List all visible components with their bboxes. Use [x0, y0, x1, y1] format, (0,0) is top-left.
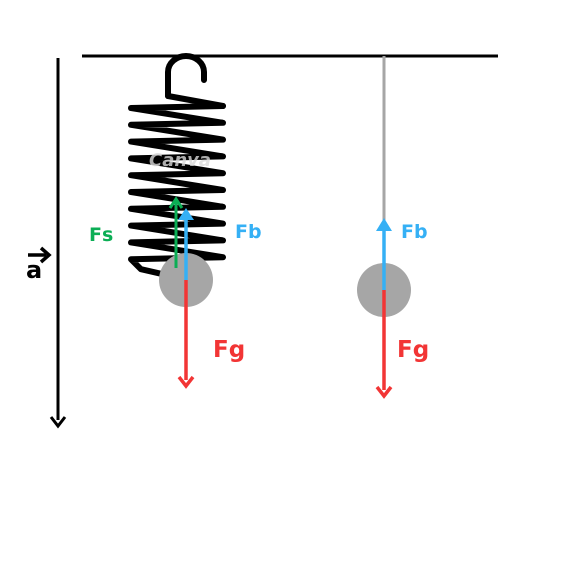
acceleration-axis-arrow: [49, 58, 67, 429]
acceleration-vector-symbol: [28, 246, 52, 264]
buoyant-force-label-right: Fb: [401, 221, 428, 243]
watermark: Canva: [149, 150, 211, 171]
buoyant-force-label-left: Fb: [235, 221, 262, 243]
buoyant-force-arrow-right: [376, 218, 392, 290]
acceleration-label: a: [26, 256, 42, 284]
gravity-arrow-left: [177, 280, 195, 389]
gravity-arrow-right: [375, 290, 393, 399]
buoyant-force-arrow-left: [178, 208, 194, 280]
spring-force-arrow: [168, 196, 184, 268]
gravity-label-right: Fg: [397, 337, 429, 363]
spring-force-label: Fs: [89, 224, 113, 246]
gravity-label-left: Fg: [213, 337, 245, 363]
